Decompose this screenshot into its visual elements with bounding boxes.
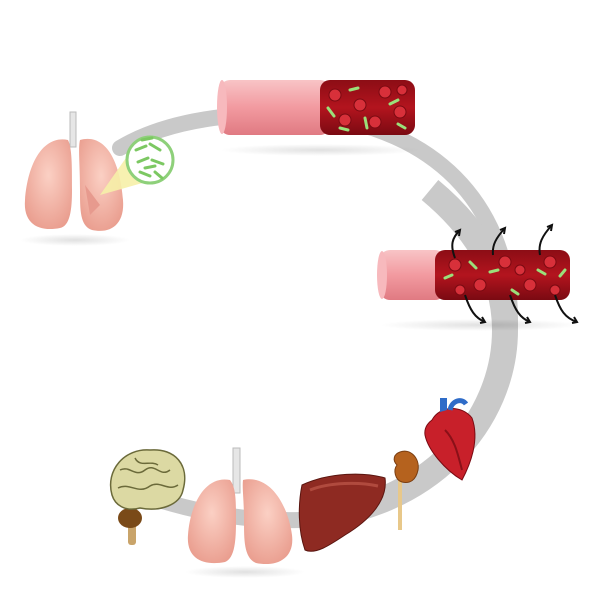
liver-icon (298, 473, 386, 552)
kidney-icon (393, 450, 419, 530)
blood-vessel-leak-icon (377, 223, 579, 324)
lungs-icon (187, 447, 293, 565)
heart-icon (424, 398, 476, 481)
blood-vessel-icon (217, 80, 415, 135)
leak-arrows (451, 223, 579, 324)
magnifier-bacteria-icon (100, 135, 175, 195)
lungs-icon (24, 111, 124, 231)
brain-icon (109, 449, 186, 545)
